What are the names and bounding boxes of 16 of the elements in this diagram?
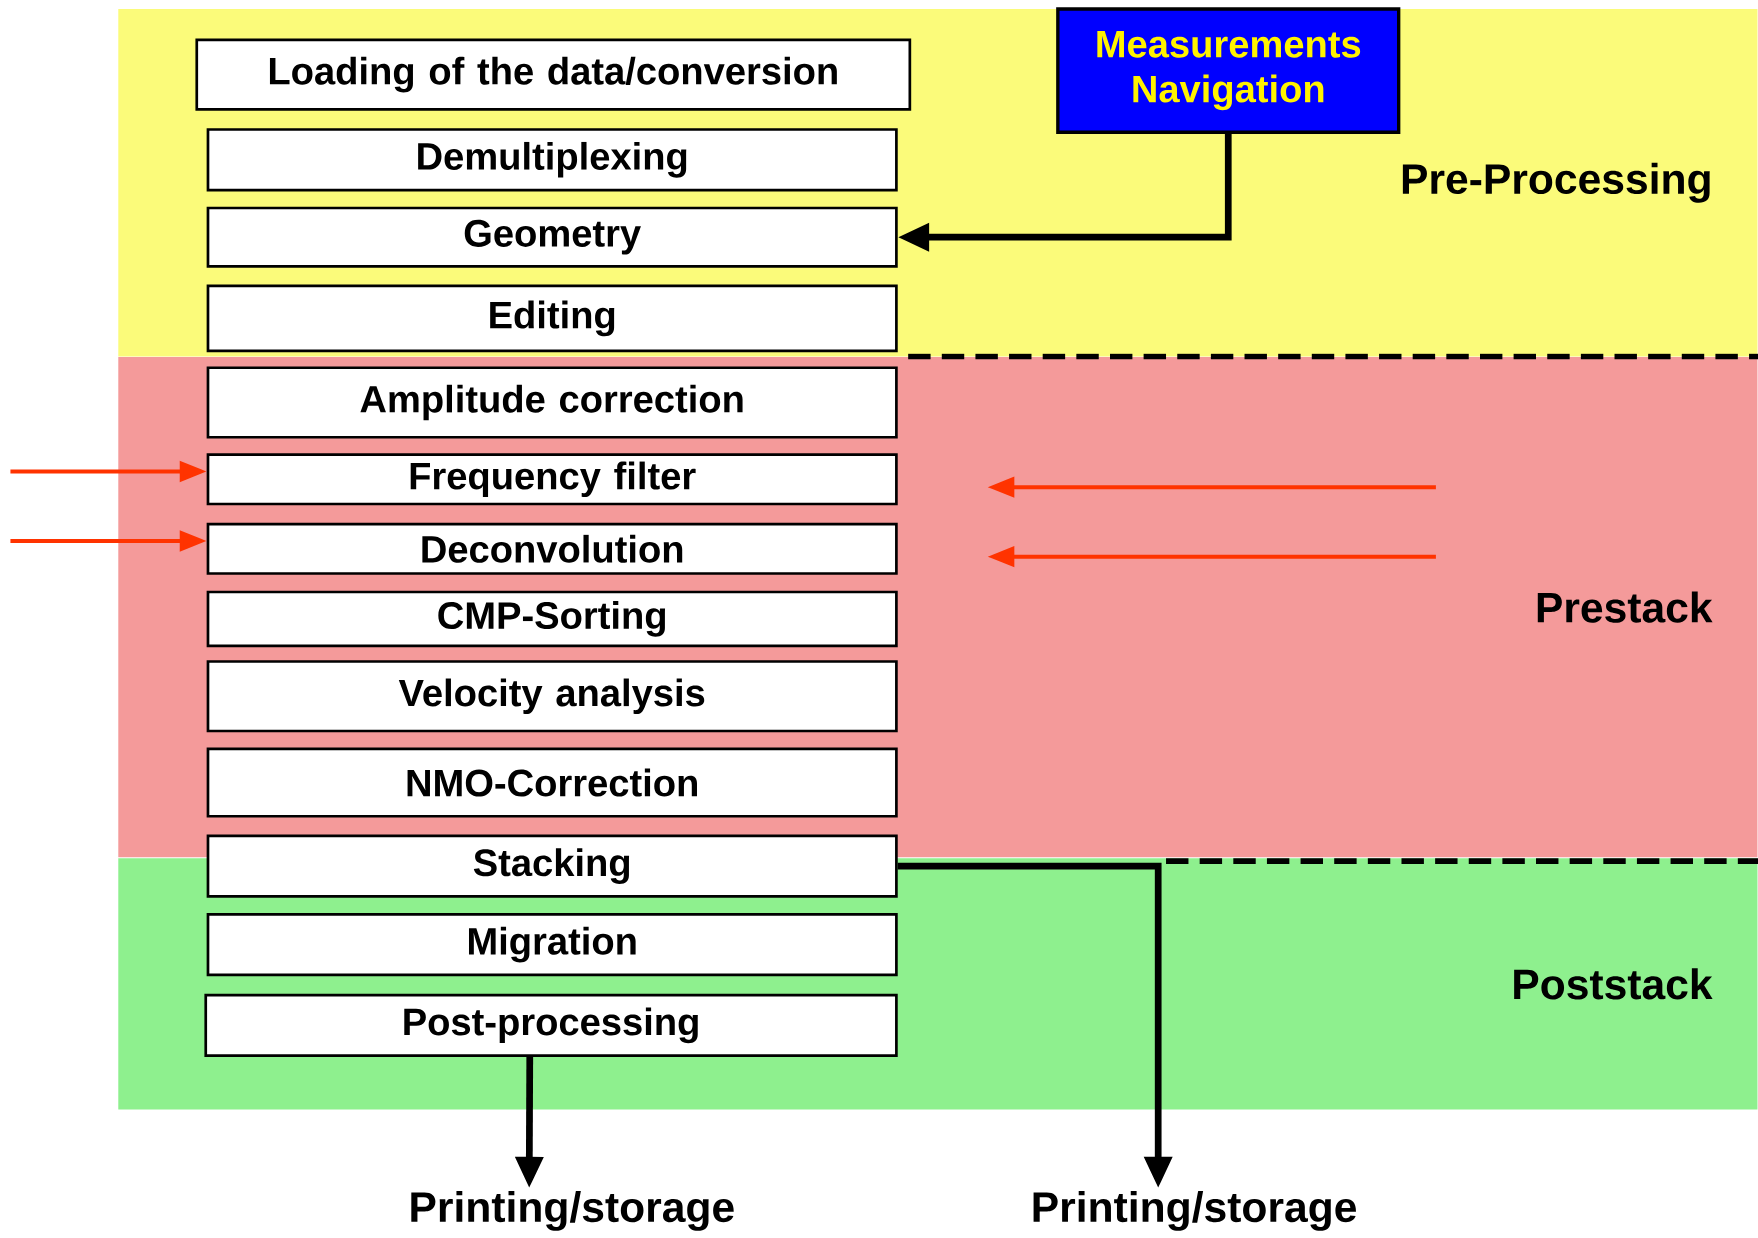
process-box: Deconvolution [206,522,898,575]
process-box: NMO-Correction [206,747,898,818]
highlight-box: Measurements Navigation [1056,7,1401,135]
output-label: Printing/storage [1033,1191,1356,1231]
process-box: Velocity analysis [206,660,898,733]
process-box: Post-processing [204,993,898,1058]
process-box: Geometry [206,206,898,268]
process-box: Stacking [206,834,898,898]
process-box: Amplitude correction [206,366,898,439]
process-box: Loading of the data/conversion [195,38,912,111]
process-box: Editing [206,284,898,353]
output-label: Printing/storage [411,1191,734,1231]
process-box: Demultiplexing [206,128,898,192]
process-box: Frequency filter [206,453,898,506]
process-box: CMP-Sorting [206,590,898,648]
process-box: Migration [206,913,898,977]
